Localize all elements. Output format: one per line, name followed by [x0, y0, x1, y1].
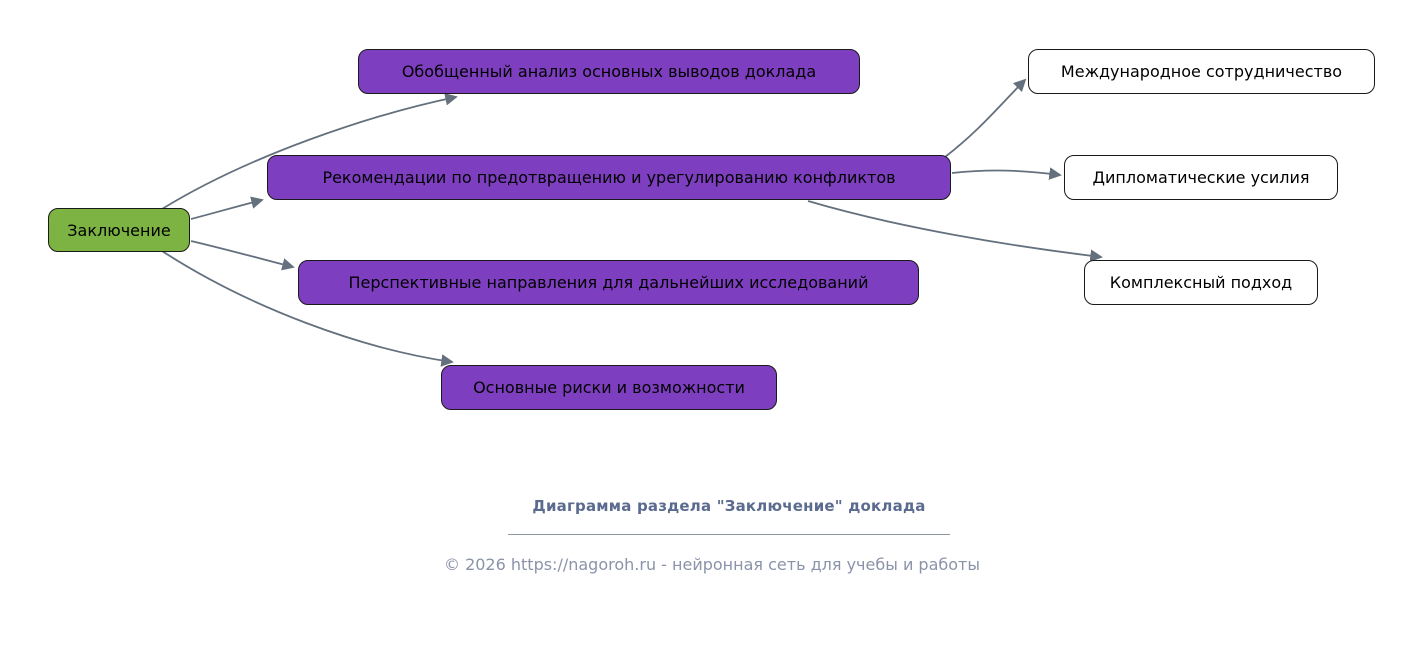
branch-node-label: Основные риски и возможности	[473, 378, 745, 397]
edge-root-to-branch-2	[190, 240, 295, 271]
caption-divider	[508, 534, 950, 535]
edge-root-to-branch-1	[190, 196, 264, 220]
leaf-node-diplomatic-efforts: Дипломатические усилия	[1064, 155, 1338, 200]
branch-node-label: Перспективные направления для дальнейших…	[348, 273, 869, 292]
root-node-conclusion: Заключение	[48, 208, 190, 252]
branch-node-summary-analysis: Обобщенный анализ основных выводов докла…	[358, 49, 860, 94]
root-node-label: Заключение	[67, 220, 171, 240]
branch-node-label: Обобщенный анализ основных выводов докла…	[401, 62, 817, 81]
leaf-node-comprehensive-approach: Комплексный подход	[1084, 260, 1318, 305]
branch-node-label: Рекомендации по предотвращению и урегули…	[322, 168, 896, 187]
edge-branch-1-to-leaf-0	[944, 78, 1027, 158]
branch-node-risks-opportunities: Основные риски и возможности	[441, 365, 777, 410]
leaf-node-label: Комплексный подход	[1109, 273, 1293, 292]
branch-node-future-research: Перспективные направления для дальнейших…	[298, 260, 919, 305]
leaf-node-label: Международное сотрудничество	[1060, 62, 1343, 81]
edge-branch-1-to-leaf-2	[807, 200, 1103, 262]
branch-node-recommendations: Рекомендации по предотвращению и урегули…	[267, 155, 951, 200]
leaf-node-label: Дипломатические усилия	[1092, 168, 1310, 187]
leaf-node-international-cooperation: Международное сотрудничество	[1028, 49, 1375, 94]
diagram-caption: Диаграмма раздела "Заключение" доклада	[532, 497, 926, 515]
edge-branch-1-to-leaf-1	[951, 167, 1062, 180]
copyright-text: © 2026 https://nagoroh.ru - нейронная се…	[443, 555, 980, 574]
